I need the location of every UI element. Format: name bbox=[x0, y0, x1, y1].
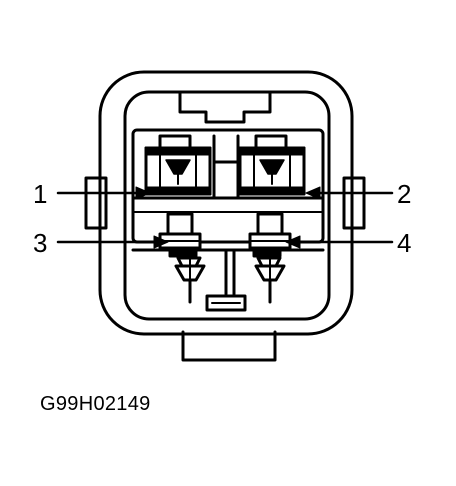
arrow-3 bbox=[56, 235, 169, 249]
seal-left bbox=[158, 212, 202, 258]
callout-label-4: 4 bbox=[397, 228, 411, 258]
arrow-2 bbox=[305, 186, 394, 200]
housing-bottom-tab bbox=[181, 330, 277, 362]
connector-housing-inner bbox=[123, 90, 331, 321]
housing-side-tabs bbox=[84, 176, 366, 230]
figure-code: G99H02149 bbox=[40, 393, 151, 415]
arrow-1 bbox=[56, 186, 151, 200]
wire-clip-right bbox=[254, 256, 286, 304]
wire-clip-left bbox=[174, 256, 206, 304]
callout-label-1: 1 bbox=[33, 179, 47, 209]
arrow-4 bbox=[285, 235, 394, 249]
lower-chamber bbox=[131, 248, 325, 296]
callout-arrows bbox=[56, 186, 394, 249]
bottom-latch bbox=[205, 294, 247, 312]
cavity-block bbox=[131, 128, 325, 244]
callout-label-2: 2 bbox=[397, 179, 411, 209]
terminal-right bbox=[238, 134, 306, 196]
housing-key-notch bbox=[178, 90, 272, 124]
callout-label-3: 3 bbox=[33, 228, 47, 258]
terminal-left bbox=[144, 134, 212, 196]
center-separator bbox=[212, 134, 240, 200]
connector-housing-outer bbox=[98, 70, 354, 336]
